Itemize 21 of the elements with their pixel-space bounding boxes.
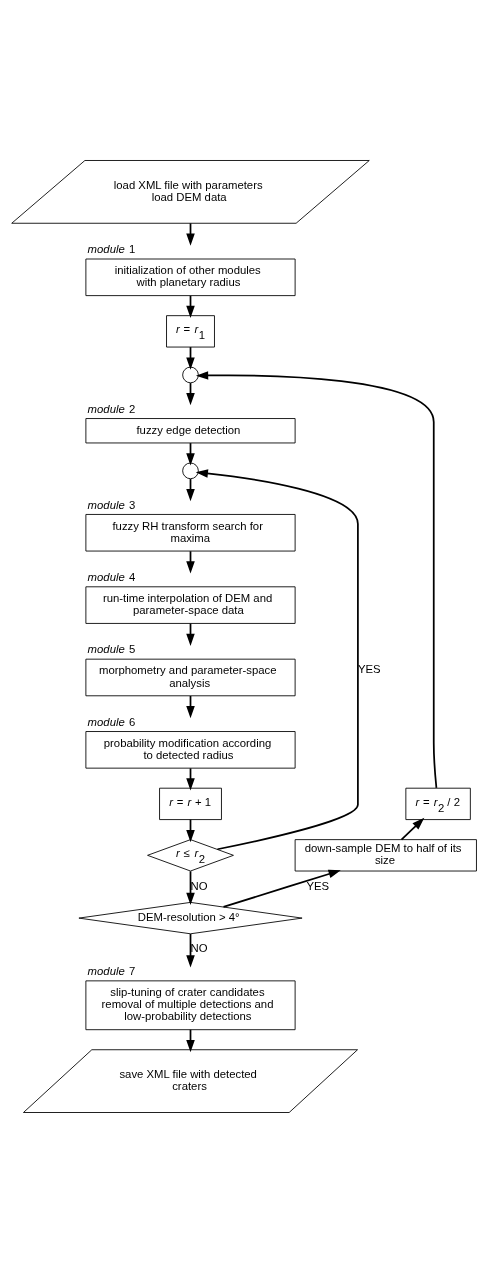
node-label: module 3 xyxy=(87,498,136,511)
edge-label: YES xyxy=(306,879,330,892)
node-circle xyxy=(182,462,199,479)
node-label: module 6 xyxy=(87,715,136,728)
node-label: module 1 xyxy=(87,242,136,255)
node-diamond: DEM-resolution > 4° xyxy=(78,901,303,934)
node-label: module 4 xyxy=(87,570,136,583)
arrow xyxy=(222,869,341,908)
node-label: module 2 xyxy=(87,402,136,415)
node-box: down-sample DEM to half of its size xyxy=(294,838,477,871)
edge-label: NO xyxy=(190,879,208,892)
arrow xyxy=(400,817,425,840)
node-box: r = r + 1 xyxy=(159,787,222,820)
arrow xyxy=(186,932,195,968)
arrow xyxy=(195,370,438,789)
edge-label: NO xyxy=(190,941,208,954)
node-label: module 7 xyxy=(87,964,136,977)
arrow xyxy=(195,468,359,850)
arrow xyxy=(186,869,195,905)
node-circle xyxy=(182,366,199,383)
node-label: module 5 xyxy=(87,642,136,655)
